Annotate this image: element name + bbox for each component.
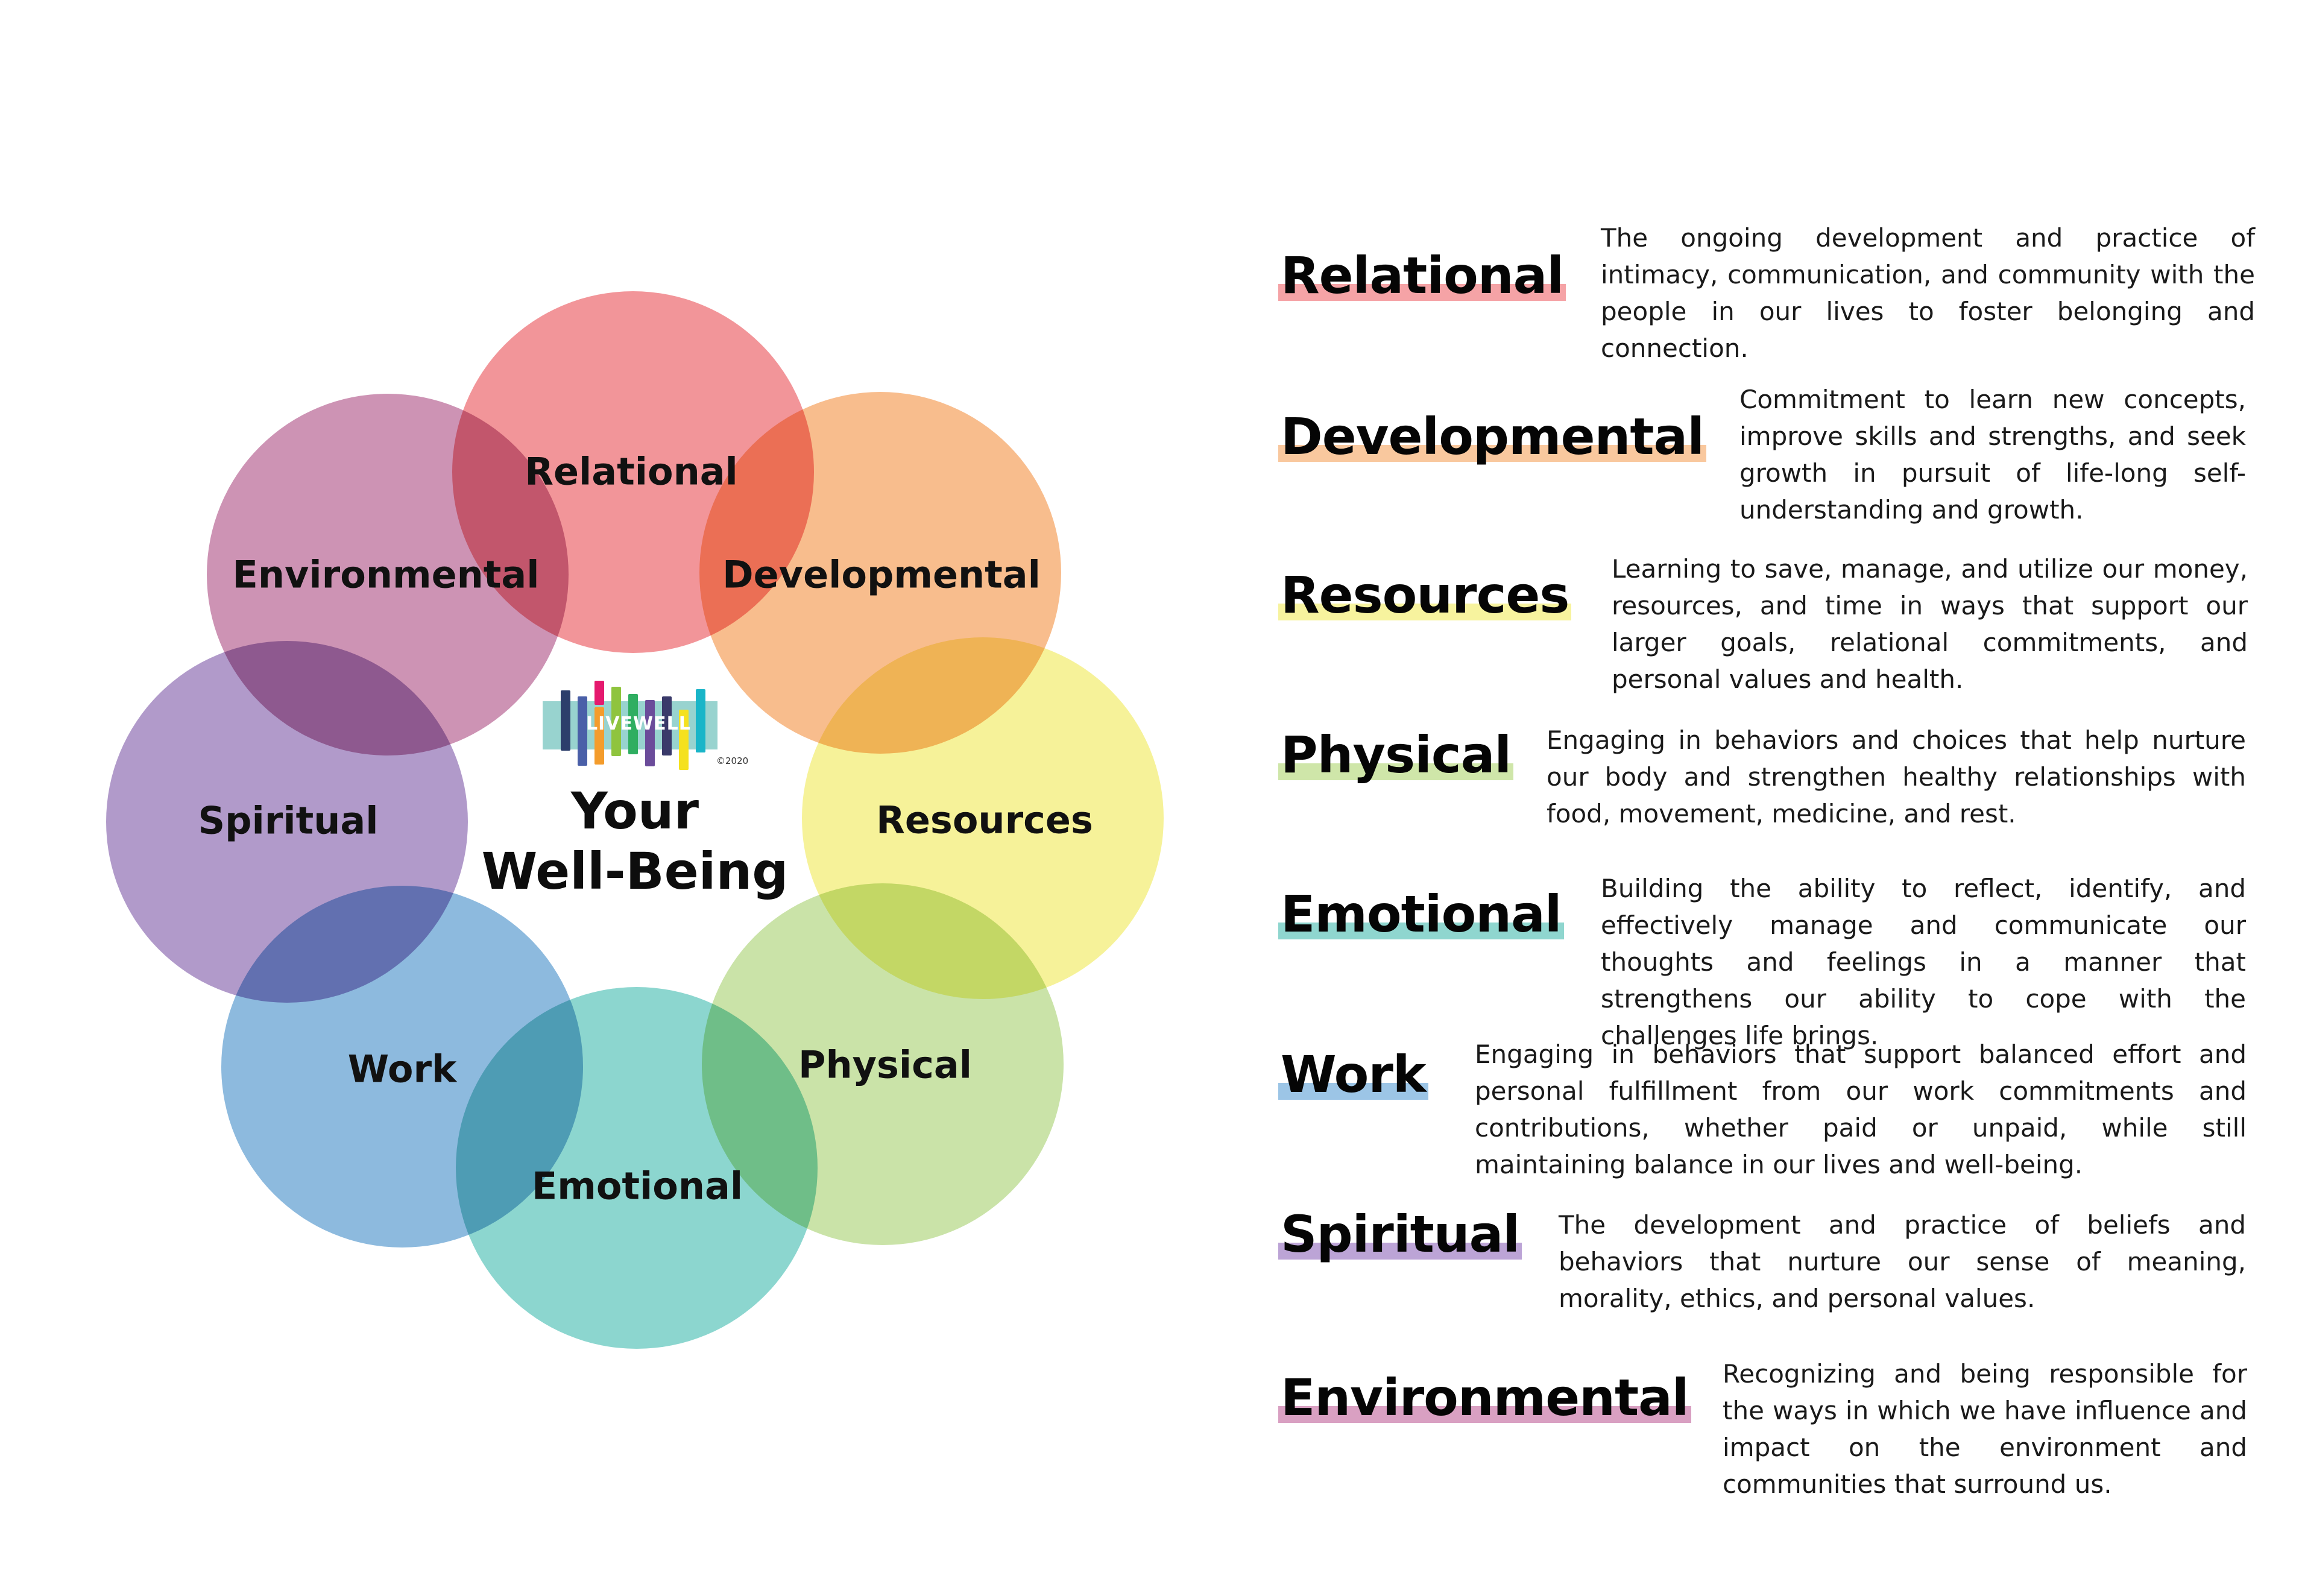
label-work: Work xyxy=(347,1047,457,1091)
center-title: Your Well-Being xyxy=(482,781,789,901)
label-resources: Resources xyxy=(876,798,1093,842)
definition-resources: Learning to save, manage, and utilize ou… xyxy=(1612,554,2248,694)
wellbeing-wheel: Relational Developmental Resources Physi… xyxy=(106,291,1164,1349)
definition-environmental: Recognizing and being responsible for th… xyxy=(1723,1359,2247,1499)
term-developmental: Developmental xyxy=(1278,411,1706,462)
label-physical: Physical xyxy=(798,1042,972,1087)
term-environmental: Environmental xyxy=(1278,1372,1691,1423)
definition-relational: The ongoing development and practice of … xyxy=(1601,223,2255,363)
definition-emotional: Building the ability to reflect, identif… xyxy=(1601,874,2246,1050)
term-relational: Relational xyxy=(1278,250,1566,301)
circle-environmental xyxy=(207,394,569,755)
term-emotional: Emotional xyxy=(1278,889,1564,939)
label-spiritual: Spiritual xyxy=(198,798,379,843)
definition-physical: Engaging in behaviors and choices that h… xyxy=(1547,725,2246,828)
logo-copyright: ©2020 xyxy=(716,755,749,766)
label-environmental: Environmental xyxy=(232,552,540,597)
livewell-logo: LIVEWELL ©2020 xyxy=(543,678,749,770)
term-spiritual: Spiritual xyxy=(1278,1209,1522,1260)
center-title-line-1: Your xyxy=(570,781,699,841)
label-developmental: Developmental xyxy=(722,552,1041,597)
term-resources: Resources xyxy=(1278,570,1572,620)
center-title-line-2: Well-Being xyxy=(481,842,789,901)
definition-work: Engaging in behaviors that support balan… xyxy=(1475,1039,2247,1179)
term-physical: Physical xyxy=(1278,730,1514,780)
label-emotional: Emotional xyxy=(531,1164,743,1208)
definition-spiritual: The development and practice of beliefs … xyxy=(1559,1210,2246,1313)
definition-developmental: Commitment to learn new concepts, improv… xyxy=(1739,385,2246,525)
label-relational: Relational xyxy=(525,449,738,494)
term-work: Work xyxy=(1278,1049,1428,1100)
logo-wordmark: LIVEWELL xyxy=(586,713,691,734)
